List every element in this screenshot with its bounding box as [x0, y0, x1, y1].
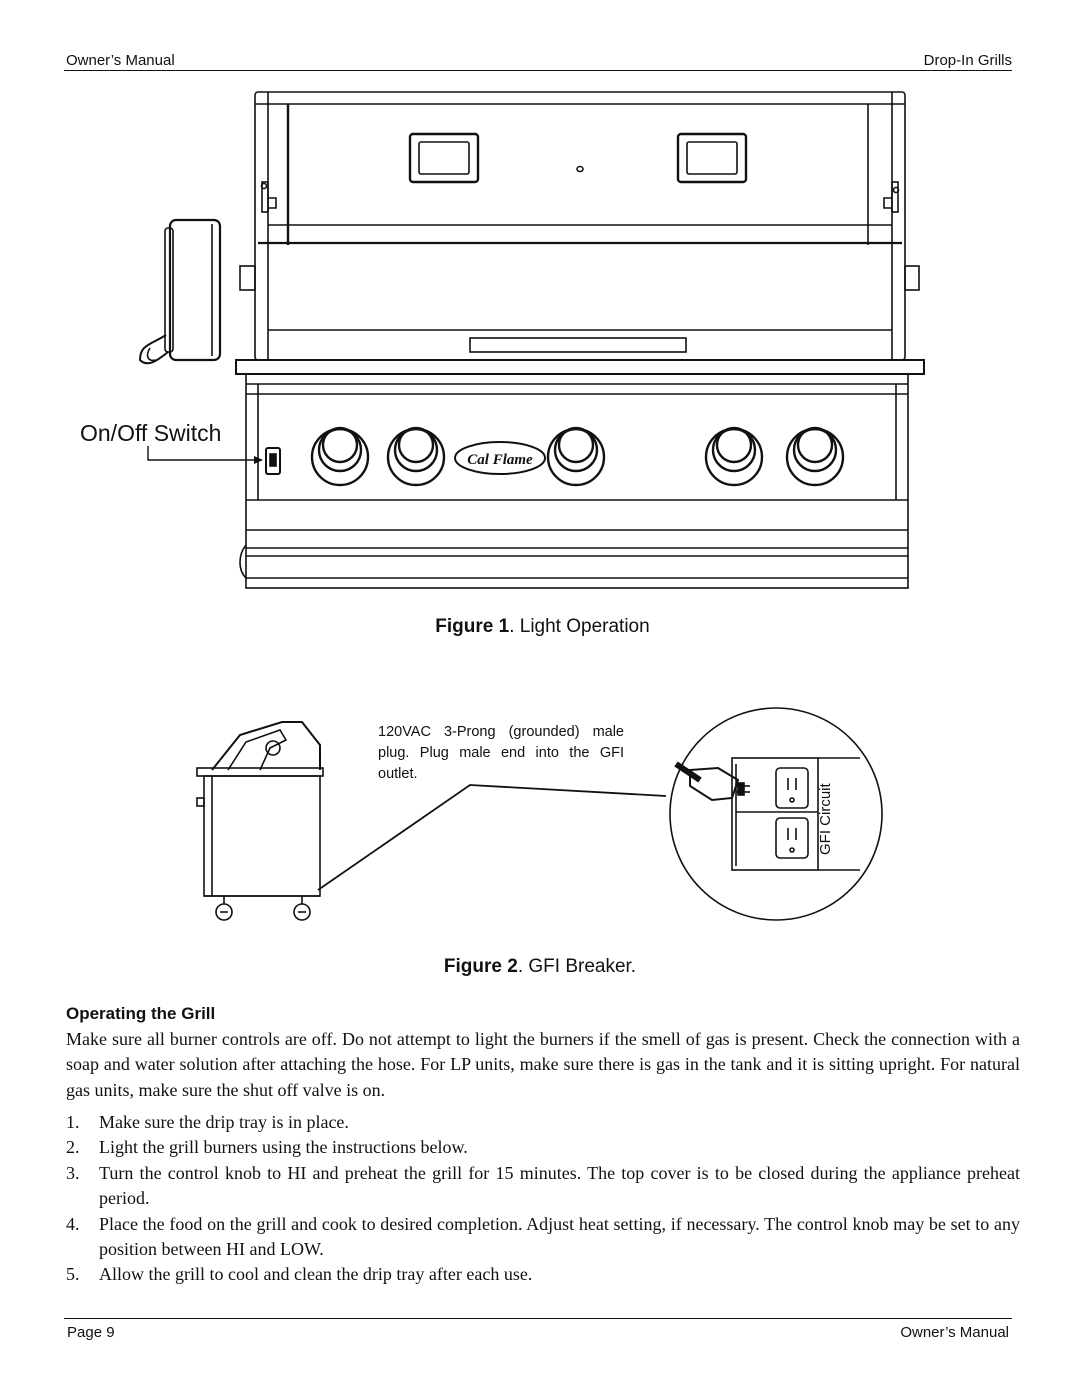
- section-intro: Make sure all burner controls are off. D…: [66, 1029, 1020, 1100]
- page-header: Owner’s Manual Drop-In Grills: [64, 52, 1012, 71]
- step-number: 1.: [66, 1112, 80, 1132]
- header-left: Owner’s Manual: [66, 52, 175, 69]
- page-footer: Page 9 Owner’s Manual: [64, 1318, 1012, 1343]
- step-text: Allow the grill to cool and clean the dr…: [99, 1264, 533, 1285]
- step-text: Make sure the drip tray is in place.: [99, 1112, 349, 1132]
- figure-2-caption: Figure 2. GFI Breaker.: [0, 956, 1080, 978]
- gfi-circuit-label: GFI Circuit: [817, 783, 834, 855]
- section-heading: Operating the Grill: [66, 1004, 216, 1023]
- list-item: 3. Turn the control knob to HI and prehea…: [66, 1161, 1020, 1212]
- grill-illustration: Cal Flame: [138, 91, 925, 589]
- step-number: 3.: [66, 1162, 80, 1183]
- gfi-illustration: [196, 707, 883, 921]
- list-item: 4. Place the food on the grill and cook t…: [66, 1212, 1020, 1263]
- figure-2-caption-label: Figure 2: [443, 956, 518, 977]
- list-item: 1. Make sure the drip tray is in place.: [66, 1110, 1020, 1135]
- footer-right: Owner’s Manual: [900, 1324, 1009, 1341]
- figure-1-caption-text: . Light Operation: [509, 616, 650, 637]
- figure-2-caption-text: . GFI Breaker.: [517, 956, 637, 977]
- step-number: 5.: [66, 1264, 80, 1285]
- step-number: 2.: [66, 1137, 80, 1158]
- list-item: 5. Allow the grill to cool and clean the …: [66, 1262, 1020, 1287]
- figure-1-caption: Figure 1. Light Operation: [0, 616, 1080, 638]
- list-item: 2. Light the grill burners using the inst…: [66, 1135, 1020, 1160]
- brand-logo-text: Cal Flame: [467, 452, 533, 468]
- header-right: Drop-In Grills: [923, 52, 1012, 69]
- step-text: Light the grill burners using the instru…: [99, 1137, 468, 1158]
- figure-1-caption-label: Figure 1: [435, 616, 510, 637]
- step-text: Turn the control knob to HI and preheat …: [99, 1162, 1020, 1209]
- on-off-switch-callout: On/Off Switch: [80, 420, 222, 446]
- step-text: Place the food on the grill and cook to …: [99, 1213, 1020, 1260]
- plug-note: 120VAC 3-Prong (grounded) male plug. Plu…: [378, 724, 624, 782]
- step-number: 4.: [66, 1213, 80, 1234]
- steps-list: 1. Make sure the drip tray is in place. 2…: [66, 1110, 1020, 1288]
- footer-page-number: Page 9: [67, 1324, 115, 1341]
